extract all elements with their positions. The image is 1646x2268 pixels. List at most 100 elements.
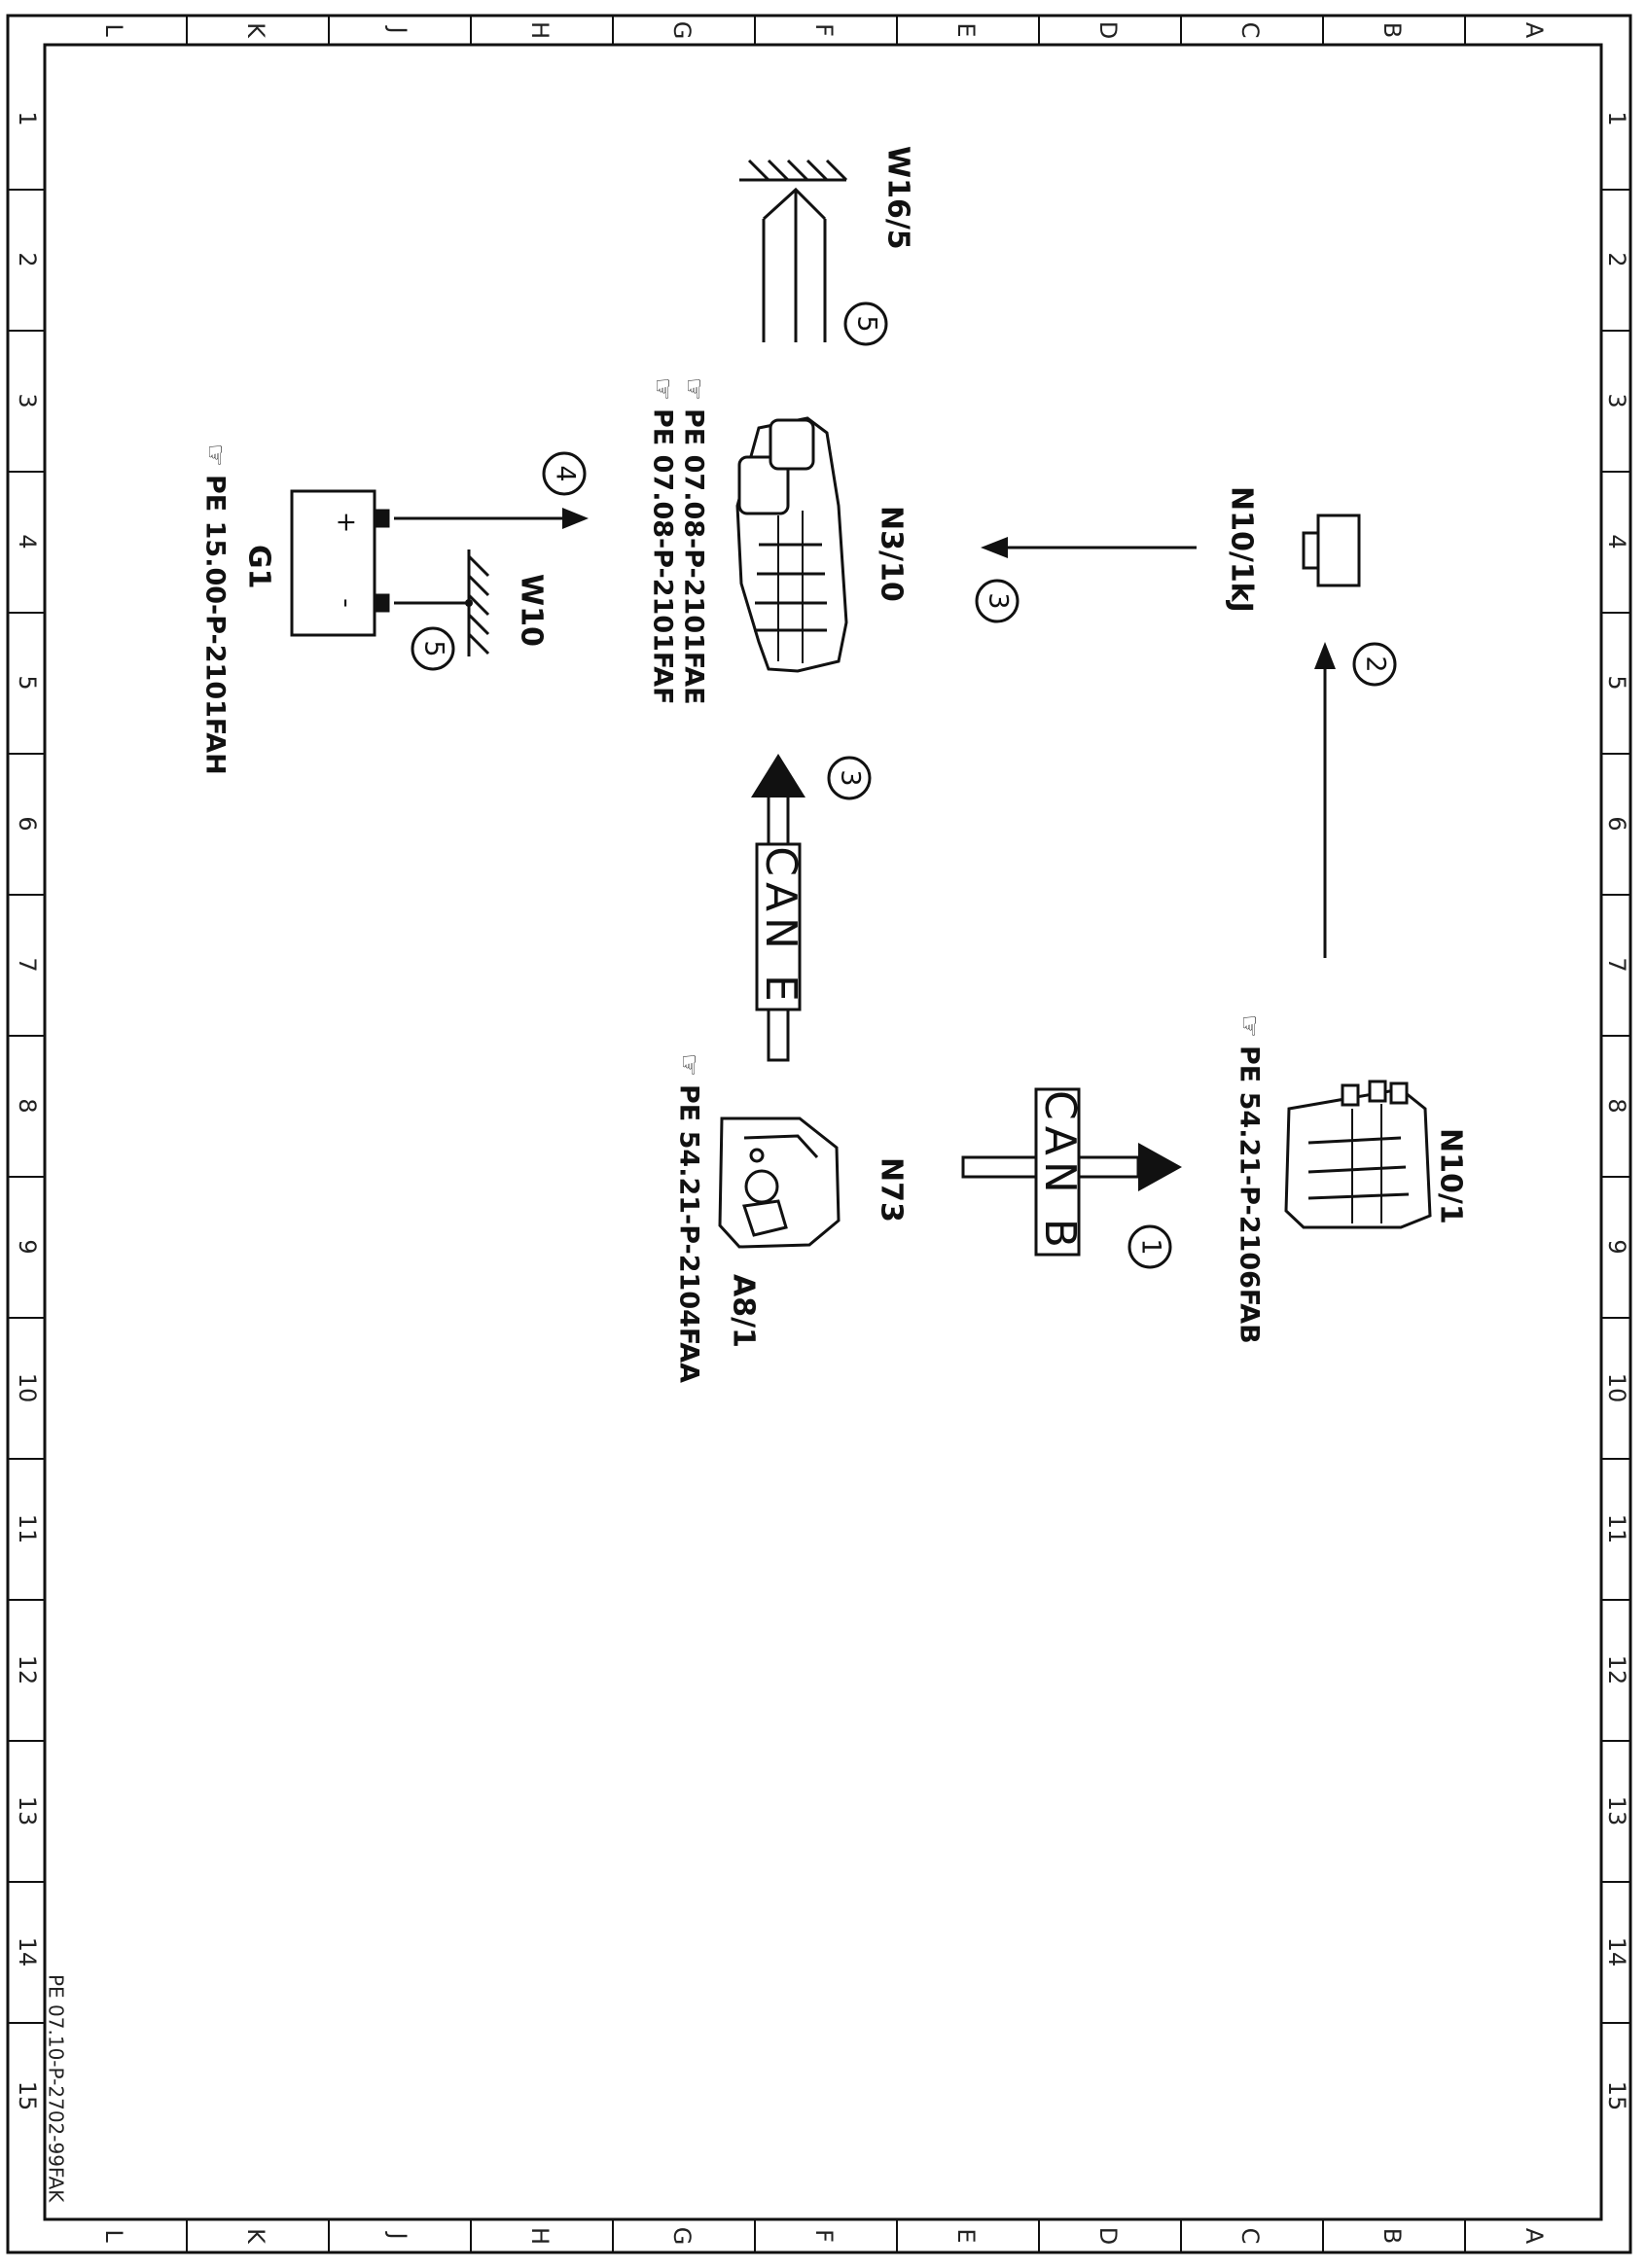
grid-number-8-right: 8 <box>1603 1098 1630 1113</box>
grid-letter-G-bottom: G <box>668 2227 696 2246</box>
hand-icon: ☞ <box>679 377 709 401</box>
grid-number-15-right: 15 <box>1603 2081 1630 2111</box>
grid-letter-B-top: B <box>1378 22 1406 38</box>
grid-number-5-right: 5 <box>1603 675 1630 690</box>
ref-g1: PE 15.00-P-2101FAH <box>200 475 231 775</box>
label-w10: W10 <box>515 574 549 647</box>
grid-letter-F-bottom: F <box>810 2229 838 2243</box>
n3-10-ecu-icon <box>735 416 848 673</box>
step-4-number: 4 <box>551 465 581 481</box>
hand-icon: ☞ <box>1234 1014 1265 1038</box>
battery-minus: - <box>332 598 362 608</box>
grid-number-8-left: 8 <box>14 1098 41 1113</box>
label-n3-10: N3/10 <box>875 506 909 602</box>
grid-number-4-right: 4 <box>1603 534 1630 549</box>
outer-frame <box>6 14 1632 2254</box>
grid-row-ticks <box>8 189 1630 2024</box>
step-5a-number: 5 <box>852 315 882 332</box>
grid-number-7-right: 7 <box>1603 957 1630 972</box>
grid-number-1-left: 1 <box>14 111 41 125</box>
grid-letter-A-top: A <box>1521 22 1548 39</box>
step-5a-marker: 5 <box>843 301 888 346</box>
grid-number-11-left: 11 <box>14 1514 41 1544</box>
can-e-label: CAN E <box>756 846 805 1008</box>
grid-letter-A-bottom: A <box>1521 2228 1548 2245</box>
n10-1kj-relay-icon <box>1302 514 1361 587</box>
can-b-bus-arrow <box>961 1087 1182 1257</box>
grid-letter-J-top: J <box>384 24 412 33</box>
step-2-marker: 2 <box>1352 642 1397 687</box>
g1-battery-icon <box>290 489 390 637</box>
grid-letter-L-bottom: L <box>100 2229 127 2243</box>
document-id: PE 07.10-P-2702-99FAK <box>45 1974 68 2203</box>
label-n10-1kj: N10/1kJ <box>1225 486 1259 613</box>
can-e-bus-arrow <box>751 754 805 1062</box>
hand-icon: ☞ <box>674 1053 704 1077</box>
grid-letter-H-top: H <box>526 21 554 39</box>
grid-number-3-right: 3 <box>1603 393 1630 408</box>
grid-letter-K-top: K <box>242 22 269 39</box>
grid-letter-D-bottom: D <box>1094 2227 1122 2245</box>
grid-number-10-right: 10 <box>1603 1373 1630 1403</box>
step-4-marker: 4 <box>542 451 587 496</box>
step-3b-marker: 3 <box>827 756 872 800</box>
battery-plus: + <box>332 512 362 534</box>
step-1-marker: 1 <box>1127 1224 1172 1269</box>
grid-number-1-right: 1 <box>1603 111 1630 125</box>
step-2-number: 2 <box>1361 656 1391 672</box>
grid-number-6-left: 6 <box>14 816 41 831</box>
step-5b-marker: 5 <box>411 626 455 671</box>
label-a8-1: A8/1 <box>727 1274 761 1348</box>
grid-number-10-left: 10 <box>14 1373 41 1403</box>
grid-letter-E-top: E <box>952 22 980 37</box>
grid-letter-C-top: C <box>1236 22 1264 39</box>
grid-number-15-left: 15 <box>14 2081 41 2111</box>
n73-ignition-switch-icon <box>718 1116 841 1249</box>
arrow-step-4 <box>394 508 589 529</box>
grid-numbers-right: 1 2 3 4 5 6 7 8 9 10 11 12 13 14 15 <box>1603 111 1630 2110</box>
hand-icon: ☞ <box>200 443 231 467</box>
label-n10-1: N10/1 <box>1434 1128 1468 1224</box>
grid-number-9-right: 9 <box>1603 1239 1630 1254</box>
grid-number-4-left: 4 <box>14 534 41 549</box>
w10-node-dot <box>465 599 473 607</box>
grid-number-11-right: 11 <box>1603 1514 1630 1544</box>
step-5b-number: 5 <box>419 640 449 656</box>
arrow-step-2 <box>1314 642 1336 958</box>
grid-number-3-left: 3 <box>14 393 41 408</box>
ref-n10-1: PE 54.21-P-2106FAB <box>1234 1045 1265 1344</box>
n3-10-refs: PE 07.08-P-2101FAE PE 07.08-P-2101FAF ☞ … <box>648 377 709 705</box>
n10-1-module-icon <box>1284 1080 1432 1229</box>
step-3a-number: 3 <box>984 592 1014 609</box>
grid-number-2-left: 2 <box>14 252 41 266</box>
label-w16-5: W16/5 <box>881 146 915 250</box>
grid-number-13-left: 13 <box>14 1796 41 1826</box>
grid-number-6-right: 6 <box>1603 816 1630 831</box>
grid-number-2-right: 2 <box>1603 252 1630 266</box>
grid-number-12-right: 12 <box>1603 1655 1630 1685</box>
grid-numbers-left: 1 2 3 4 5 6 7 8 9 10 11 12 13 14 15 <box>14 111 41 2110</box>
step-1-number: 1 <box>1136 1238 1166 1255</box>
ref-n3-10-2: PE 07.08-P-2101FAF <box>648 408 678 705</box>
w16-ground-symbol <box>739 159 848 342</box>
grid-letter-F-top: F <box>810 23 838 37</box>
grid-letter-B-bottom: B <box>1378 2228 1406 2244</box>
grid-column-ticks <box>186 16 1466 2252</box>
grid-letter-C-bottom: C <box>1236 2228 1264 2245</box>
grid-letter-H-bottom: H <box>526 2227 554 2245</box>
grid-letters-bottom: L K J H G F E D C B A <box>100 2227 1548 2246</box>
grid-number-12-left: 12 <box>14 1655 41 1685</box>
grid-letter-E-bottom: E <box>952 2228 980 2243</box>
grid-number-13-right: 13 <box>1603 1796 1630 1826</box>
grid-letter-K-bottom: K <box>242 2228 269 2245</box>
grid-letter-D-top: D <box>1094 21 1122 39</box>
grid-letter-G-top: G <box>668 21 696 40</box>
grid-number-9-left: 9 <box>14 1239 41 1254</box>
grid-number-14-left: 14 <box>14 1937 41 1967</box>
arrow-step-3-top <box>981 537 1197 558</box>
ref-n73: PE 54.21-P-2104FAA <box>674 1084 704 1383</box>
grid-number-14-right: 14 <box>1603 1937 1630 1967</box>
grid-letter-J-bottom: J <box>384 2230 412 2239</box>
can-b-label: CAN B <box>1035 1090 1085 1254</box>
